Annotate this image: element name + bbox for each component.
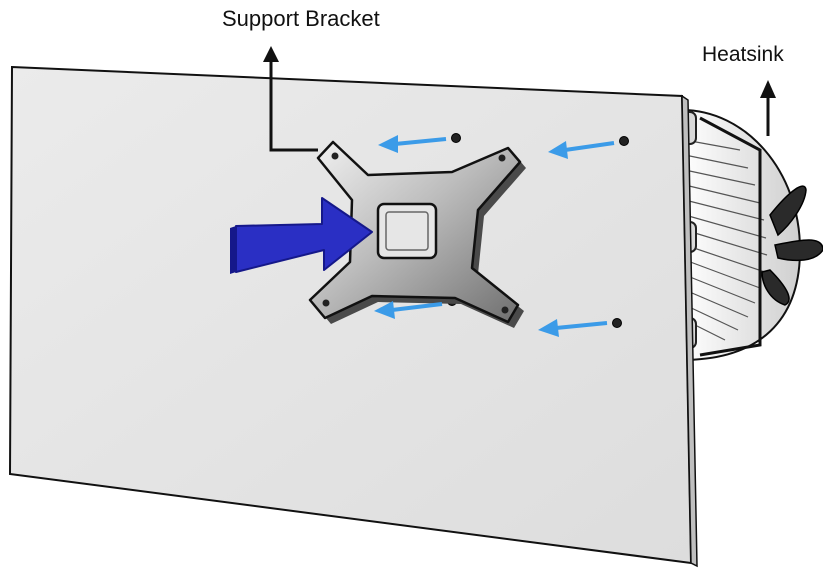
heatsink-callout bbox=[760, 80, 776, 136]
mounting-hole bbox=[612, 318, 622, 328]
large-right-arrow-icon bbox=[230, 197, 373, 274]
callout-leader-line bbox=[269, 60, 318, 152]
bracket-center-window-inner bbox=[385, 211, 429, 251]
panel-face bbox=[8, 65, 693, 565]
heatsink bbox=[681, 108, 823, 362]
support-bracket-label: Support Bracket bbox=[222, 6, 380, 31]
heatsink-fins bbox=[684, 139, 768, 341]
heatsink-frame bbox=[699, 116, 762, 357]
up-arrow-icon bbox=[760, 80, 776, 98]
bracket-screw-holes bbox=[322, 152, 509, 314]
heatsink-fan-blades bbox=[761, 185, 823, 306]
mounting-hole bbox=[619, 136, 629, 146]
small-left-arrow-icon bbox=[378, 135, 447, 153]
support-bracket-callout bbox=[263, 46, 318, 152]
mounting-hole bbox=[451, 133, 461, 143]
screw-direction-arrows bbox=[374, 135, 615, 337]
panel-edge bbox=[681, 94, 698, 568]
up-arrow-icon bbox=[263, 46, 279, 62]
small-left-arrow-icon bbox=[538, 319, 608, 337]
small-left-arrow-icon bbox=[374, 301, 443, 319]
bracket-center-window bbox=[376, 202, 438, 260]
heatsink-label: Heatsink bbox=[702, 43, 784, 66]
motherboard-panel bbox=[8, 65, 698, 568]
support-bracket bbox=[308, 140, 526, 328]
small-left-arrow-icon bbox=[548, 141, 615, 159]
